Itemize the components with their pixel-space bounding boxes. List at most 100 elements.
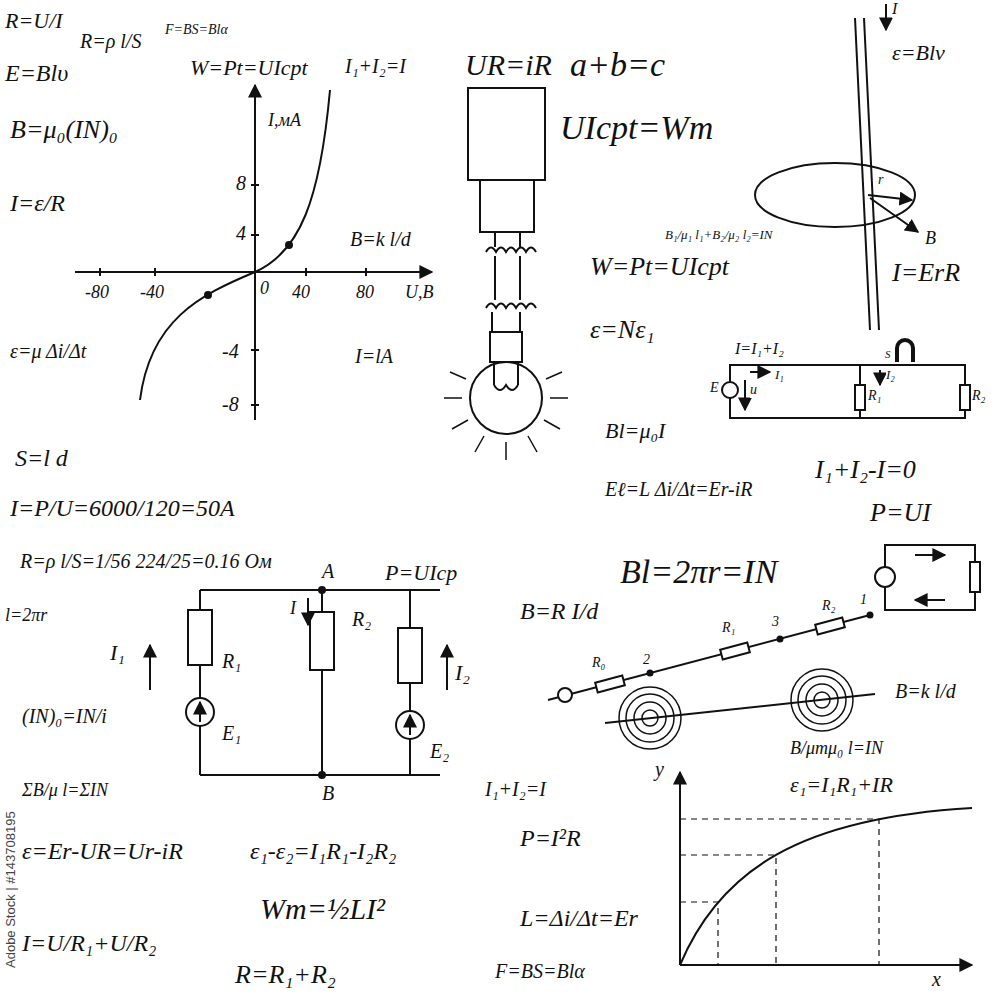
formula: R=U/I [5,8,63,33]
parallel-circuit-part [730,365,965,418]
formula: I=P/U=6000/120=50A [10,495,235,523]
formula: I=ErR [892,258,960,288]
circuit-label: I₂ [886,368,895,383]
bulb-apparatus-part [468,88,545,180]
two-source-circuit-part [186,698,214,726]
ac-circuit-part [875,567,895,587]
two-source-circuit-part [310,612,334,670]
conductor-field-part [870,198,918,232]
field-coils-part [806,684,838,716]
formula: I₁+I₂-I=0 [815,455,916,485]
ac-circuit-part [915,599,945,601]
axis-tick: -40 [140,282,164,303]
axis-title: I,мА [268,110,301,131]
two-source-circuit-part [398,628,422,683]
series-chain [548,613,873,703]
field-coils [605,669,875,749]
bulb-apparatus-part [490,332,522,362]
parallel-circuit-part [722,382,738,398]
formula: I=U/R₁+U/R₂ [22,930,156,958]
formula: UR=iR [465,48,552,83]
formula: F=BS=Blα [165,22,228,38]
two-source-circuit-part [319,772,325,778]
series-chain-part [778,637,783,642]
circuit-label: R₁ [722,620,735,636]
formula: P=UIcp [385,560,457,585]
field-coils-part [791,669,853,731]
axis-title: y [655,758,664,781]
series-chain-part [548,615,870,700]
circuit-label: u [750,382,757,398]
formula: Bl=2πr=IN [620,552,777,591]
axis-tick: 40 [292,282,310,303]
field-coils-part [642,710,658,726]
bulb-apparatus-part [486,248,536,253]
formula: I₁+I₂=I [485,778,546,801]
current-label: I [892,0,897,18]
formula: P=I²R [520,825,581,853]
growth-graph [680,772,972,965]
axis-tick: 0 [260,278,269,299]
two-source-circuit-part [199,702,201,722]
iv-graph-part [286,242,292,248]
bulb-apparatus-part [486,304,536,309]
bulb-apparatus-part [494,362,518,390]
formula: ΣB/μ l=ΣIN [22,780,108,801]
parallel-circuit-part [960,385,970,410]
formula: l=2πr [5,605,47,626]
circuit-label: R₂ [822,598,835,614]
axis-tick: -80 [85,282,109,303]
formula: ε=Nε₁ [590,315,654,345]
two-source-circuit-part [409,715,411,735]
field-coils-part [814,692,830,708]
formula: I₁+I₂=I [345,55,406,78]
two-source-circuit-part [200,590,440,775]
formula: E=Blυ [5,60,68,88]
two-source-circuit-part [149,645,151,690]
bulb-apparatus [444,88,568,460]
current-label: I₂ [455,660,470,685]
circuit-label: E₂ [430,740,449,763]
axis-tick: 80 [356,282,374,303]
conductor-field-part [864,18,879,330]
conductor-field-part [868,195,912,200]
pole-label: S [885,348,891,361]
ac-circuit-part [915,554,945,556]
node-label: A [322,560,334,583]
watermark: Adobe Stock | #143708195 [4,811,19,968]
formula: Wm=½LI² [260,892,385,927]
bulb-apparatus-part [470,362,542,434]
conductor-field-part [885,4,887,30]
parallel-circuit-part [744,380,746,410]
series-chain-part [868,613,873,618]
formula: I=I₁+I₂ [735,340,784,358]
bulb-apparatus-part [444,372,568,460]
formula: B=μ₀(IN)₀ [10,115,118,145]
iv-graph-part [205,292,211,298]
formula: UIcpt=Wm [560,108,713,147]
node-label: B [322,782,334,805]
formula: B₁/μ₁ l₁+B₂/μ₂ l₂=IN [665,228,773,243]
axis-tick: 4 [236,222,246,245]
formula: S=l d [15,445,68,473]
axis-title: x [932,968,941,991]
formula: Bl=μ₀I [605,418,665,443]
bulb-apparatus-part [495,256,520,300]
parallel-circuit-part [750,371,770,373]
two-source-circuit [150,587,447,778]
magnet-symbol-part [897,340,913,362]
field-label: B [925,228,936,249]
point-number: 3 [772,614,779,630]
point-number: 1 [860,592,867,608]
ac-circuit [875,545,980,610]
circuit-label: R₁ [868,388,881,404]
series-chain-part [815,618,845,635]
point-number: 2 [643,652,650,668]
field-coils-part [634,702,666,734]
formula: B=k l/d [350,228,411,251]
growth-graph-part [680,964,972,966]
formula: I=lA [355,345,393,368]
bulb-apparatus-part [492,312,520,332]
formula: L=Δi/Δt=Er [520,905,638,933]
formula: Eℓ=L Δi/Δt=Er-iR [605,478,752,501]
